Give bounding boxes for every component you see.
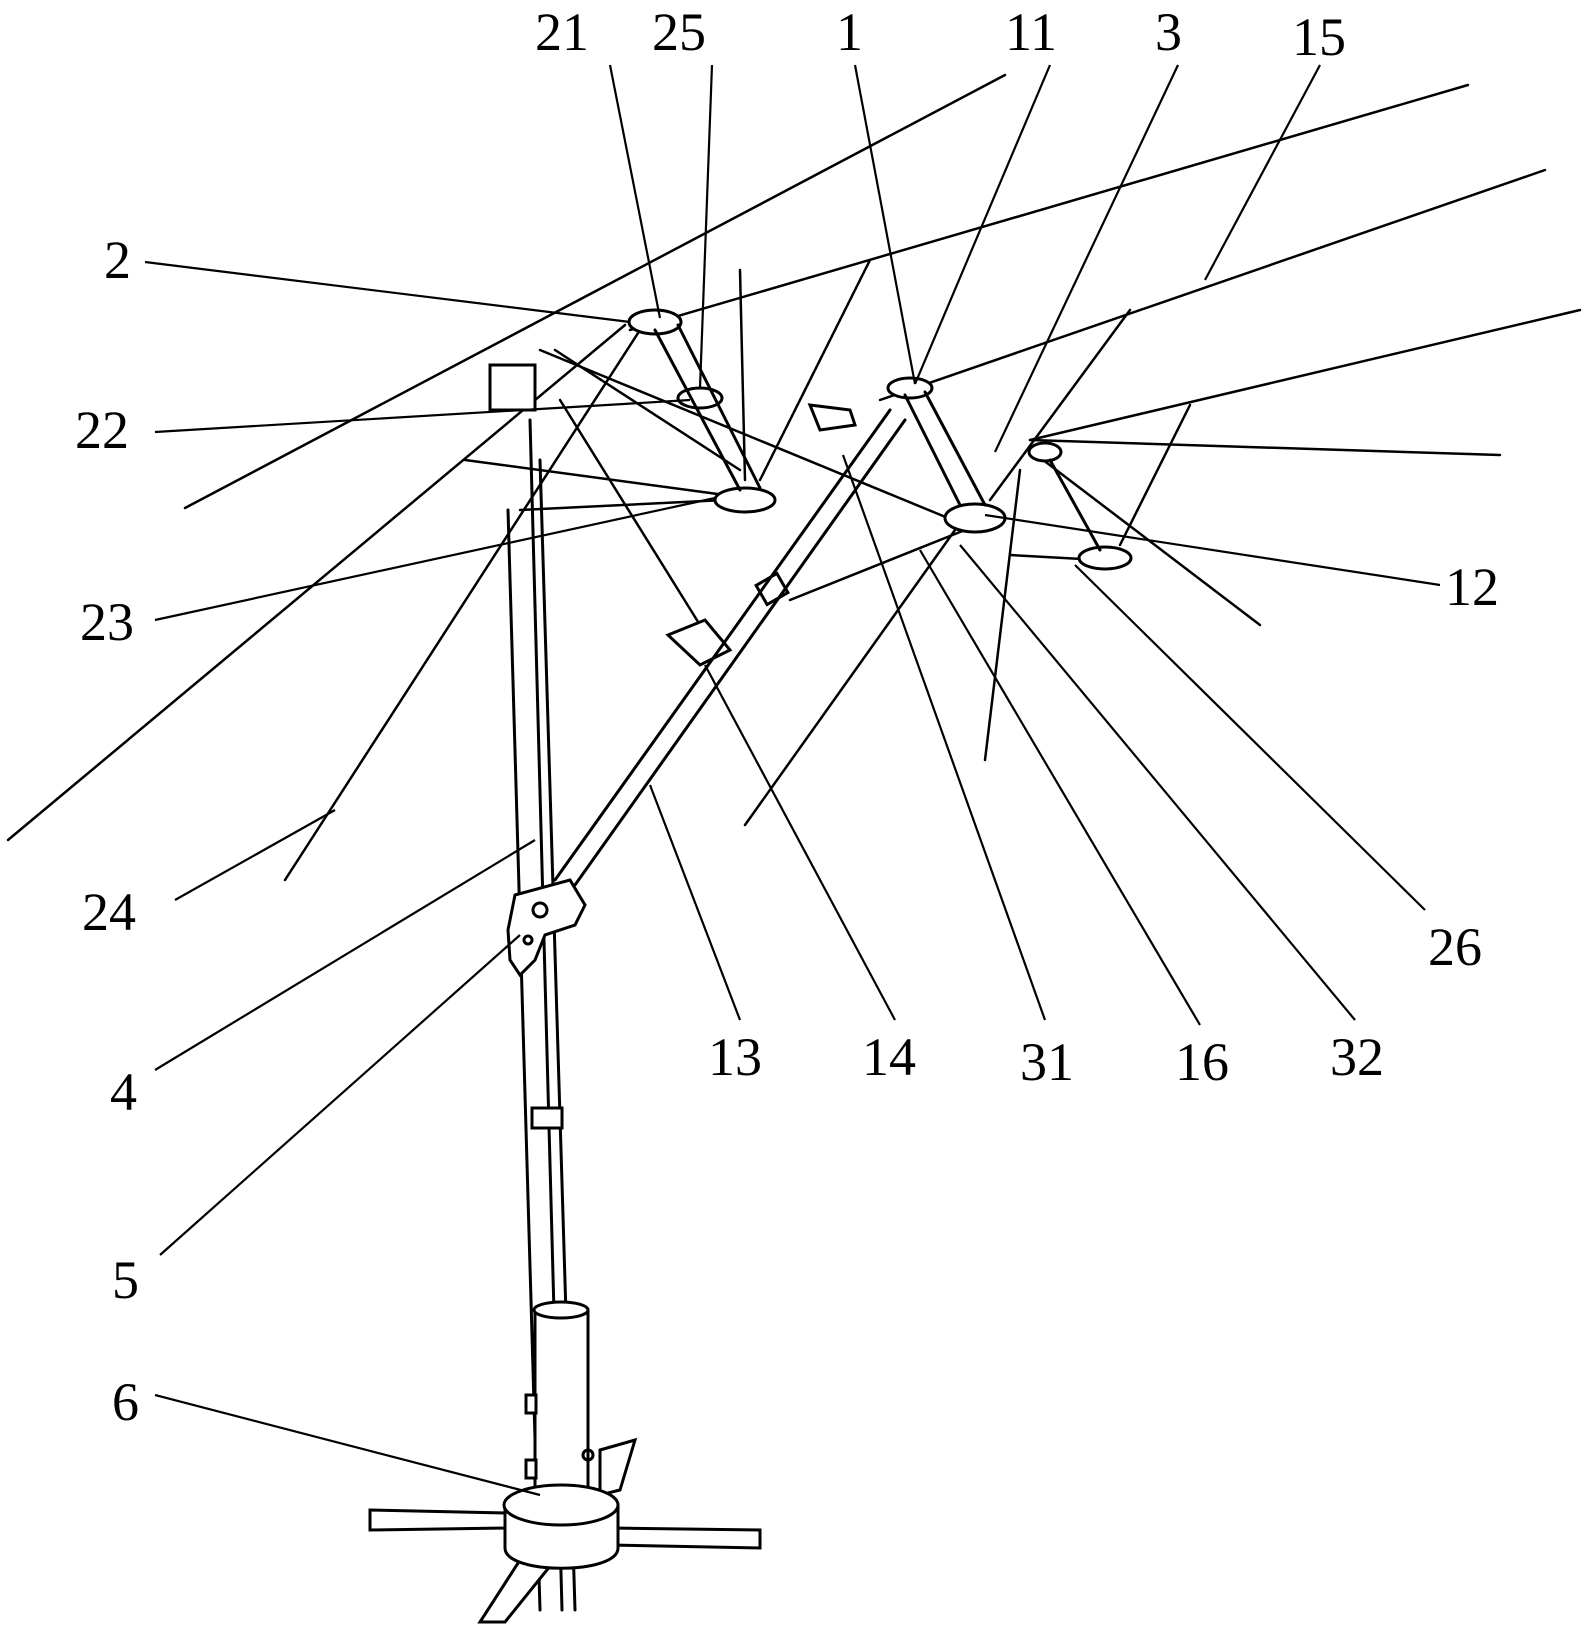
rib-left-stretcher — [555, 350, 740, 470]
base-leg-front — [480, 1560, 555, 1622]
hub-3 — [1029, 443, 1061, 461]
hub-12 — [945, 504, 1005, 532]
base-tube-top — [534, 1302, 588, 1318]
top-bracket — [490, 365, 535, 410]
leader-6 — [155, 1395, 540, 1495]
label-2: 2 — [104, 230, 131, 290]
arm-edge-1 — [555, 410, 890, 880]
label-24: 24 — [82, 882, 136, 942]
rib-top-stretcher — [760, 260, 870, 480]
leader-12 — [985, 515, 1440, 585]
label-12: 12 — [1445, 557, 1499, 617]
leader-23 — [155, 498, 715, 620]
leader-25 — [700, 65, 712, 388]
label-14: 14 — [862, 1027, 916, 1087]
leader-1 — [855, 65, 915, 384]
rib-center-horizontal — [790, 530, 965, 600]
label-25: 25 — [652, 2, 706, 62]
label-23: 23 — [80, 592, 134, 652]
leader-31 — [843, 455, 1045, 1020]
base-assembly — [370, 1302, 760, 1622]
leader-13 — [650, 785, 740, 1020]
hubs — [629, 310, 1131, 569]
leader-15 — [1205, 65, 1320, 280]
rib-left-short — [285, 330, 640, 880]
label-31: 31 — [1020, 1032, 1074, 1092]
label-32: 32 — [1330, 1027, 1384, 1087]
base-knob-upper — [526, 1395, 536, 1413]
hub-32 — [1079, 547, 1131, 569]
base-tube — [535, 1310, 588, 1510]
elbow-connector — [810, 405, 855, 430]
leader-2 — [145, 262, 630, 322]
label-16: 16 — [1175, 1032, 1229, 1092]
label-21: 21 — [535, 2, 589, 62]
rib-right-lower — [1030, 310, 1580, 440]
label-3: 3 — [1155, 2, 1182, 62]
label-1: 1 — [836, 2, 863, 62]
reference-numerals: 2 21 25 1 11 3 15 22 23 12 24 26 4 13 14… — [75, 2, 1499, 1432]
leader-lines — [145, 65, 1440, 1495]
hub-shaft-right-2 — [925, 392, 985, 505]
mid-bracket — [668, 620, 730, 665]
rib-right-upper — [880, 170, 1545, 400]
base-knob-lower — [526, 1460, 536, 1478]
leader-14 — [705, 665, 895, 1020]
leader-3 — [995, 65, 1178, 452]
leader-4 — [155, 840, 535, 1070]
crank-housing — [508, 880, 585, 975]
rib-left-brace — [560, 400, 700, 625]
rib-right-horizontal — [1030, 440, 1500, 455]
crank-body — [508, 880, 585, 975]
rib-right-drop — [1030, 450, 1260, 625]
leader-5 — [160, 935, 520, 1255]
hub-shaft-far-right — [1050, 460, 1100, 550]
label-13: 13 — [708, 1027, 762, 1087]
label-22: 22 — [75, 400, 129, 460]
hub-shaft-left — [655, 330, 740, 490]
label-4: 4 — [110, 1062, 137, 1122]
rib-left-long — [185, 75, 1005, 508]
label-11: 11 — [1005, 2, 1057, 62]
label-26: 26 — [1428, 917, 1482, 977]
hub-shaft-right — [905, 395, 960, 505]
rib-left-horizontal — [465, 460, 725, 495]
leader-22 — [155, 400, 690, 432]
label-15: 15 — [1292, 7, 1346, 67]
leader-24 — [175, 810, 335, 900]
base-leg-back — [600, 1440, 635, 1495]
pole-sleeve — [532, 1108, 562, 1128]
base-leg-right — [610, 1528, 760, 1548]
base-leg-left — [370, 1510, 505, 1530]
canopy-ribs — [8, 75, 1580, 880]
rib-right-stretcher-2 — [1120, 405, 1190, 545]
label-6: 6 — [112, 1372, 139, 1432]
hub-lower-left — [715, 488, 775, 512]
label-5: 5 — [112, 1250, 139, 1310]
